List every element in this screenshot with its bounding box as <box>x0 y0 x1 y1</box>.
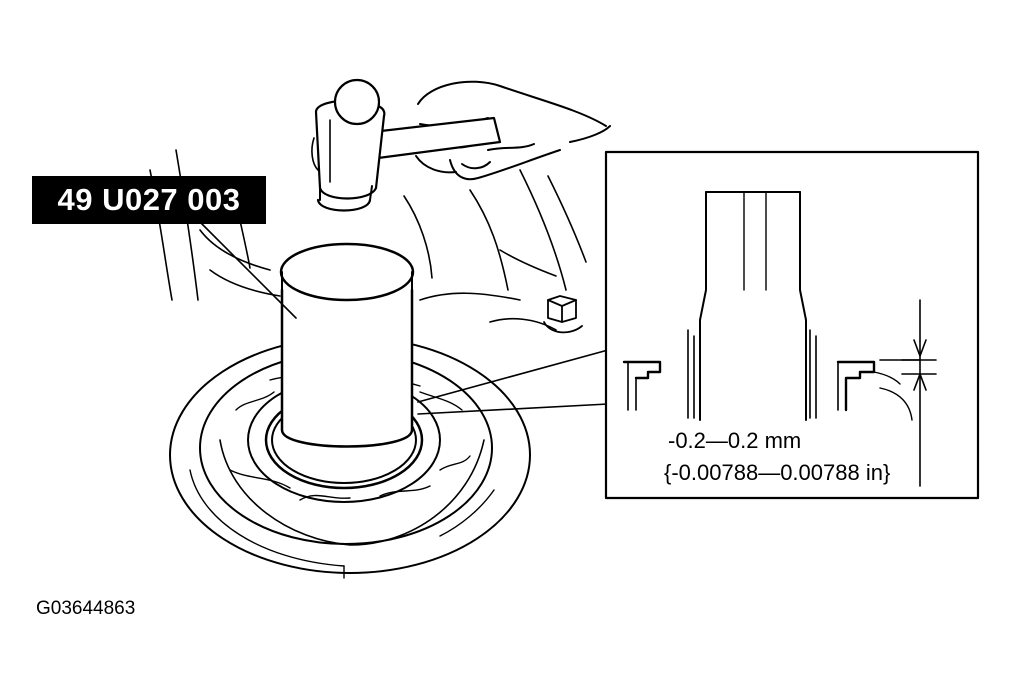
detail-view <box>606 152 978 498</box>
tool-number-label: 49 U027 003 <box>32 176 266 224</box>
installer-tool-icon <box>281 244 413 447</box>
tolerance-in-label: {-0.00788—0.00788 in} <box>664 460 891 485</box>
housing-sketch <box>150 150 586 330</box>
tool-leader-line <box>200 222 296 318</box>
tolerance-mm-label: -0.2—0.2 mm <box>668 428 802 453</box>
hammer-icon <box>312 80 500 211</box>
detail-leader <box>418 350 608 414</box>
figure-id: G03644863 <box>36 598 136 619</box>
bolt-icon <box>544 296 582 332</box>
